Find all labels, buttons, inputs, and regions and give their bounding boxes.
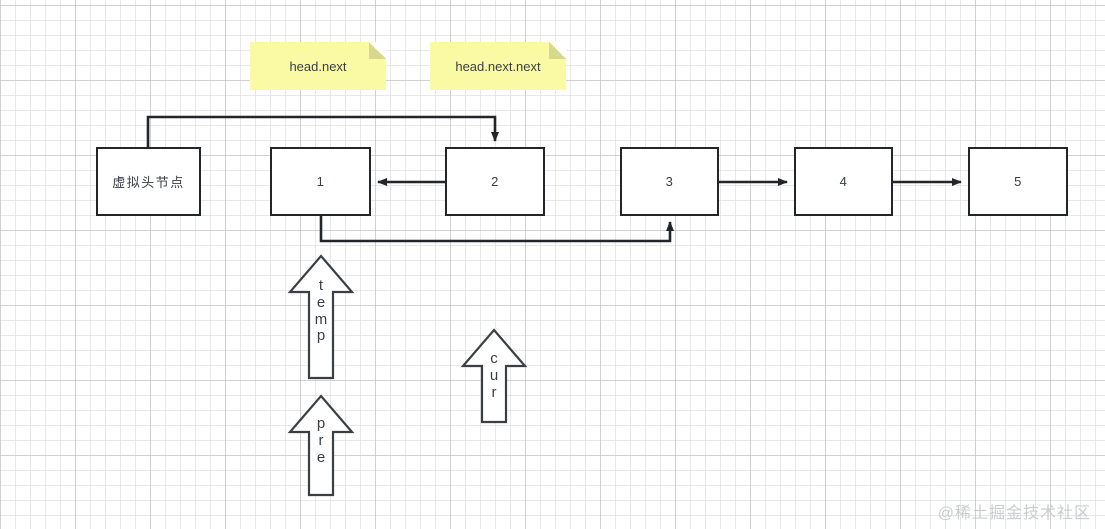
sticky-fold-icon [369, 42, 386, 59]
pointer-arrow-cur [460, 328, 528, 424]
node-label: 2 [491, 174, 499, 189]
node-label: 3 [665, 174, 674, 189]
sticky-note-label: head.next [289, 58, 347, 74]
connector-node1-to-node3 [319, 216, 674, 243]
sticky-note-head-next[interactable]: head.next [250, 42, 386, 90]
node-dummy-head[interactable]: 虚拟头节点 [96, 147, 201, 216]
pointer-arrow-pre [287, 394, 355, 497]
watermark: @稀土掘金技术社区 [937, 505, 1091, 522]
node-label: 虚拟头节点 [112, 175, 185, 190]
node-label: 5 [1014, 174, 1022, 189]
sticky-note-label: head.next.next [455, 58, 541, 74]
sticky-note-head-next-next[interactable]: head.next.next [430, 42, 566, 90]
sticky-fold-icon [549, 42, 566, 59]
connector-dummyhead-to-node2 [146, 115, 499, 147]
node-label: 4 [839, 174, 848, 189]
node-2[interactable]: 2 [445, 147, 545, 216]
node-4[interactable]: 4 [794, 147, 893, 216]
node-3[interactable]: 3 [620, 147, 719, 216]
pointer-arrow-temp [287, 254, 355, 380]
node-label: 1 [316, 174, 325, 189]
node-1[interactable]: 1 [270, 147, 371, 216]
node-5[interactable]: 5 [968, 147, 1068, 216]
